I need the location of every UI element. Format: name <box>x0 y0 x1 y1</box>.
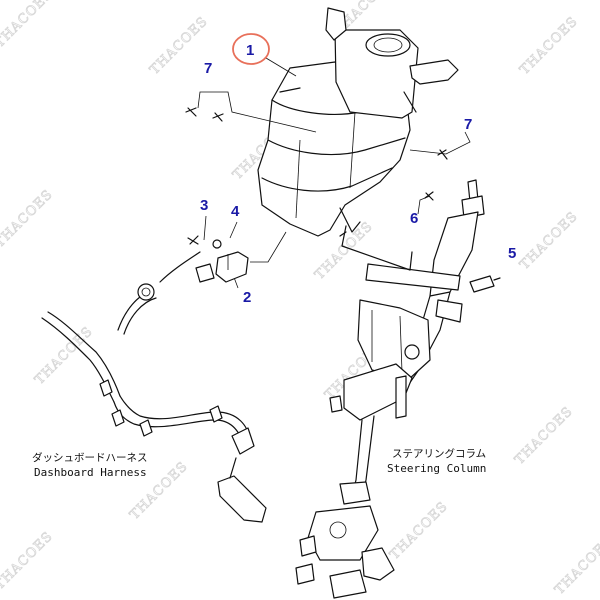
watermark: THACOES <box>517 209 581 273</box>
callout-1: 1 <box>246 42 254 59</box>
watermark: THACOES <box>0 0 56 51</box>
callout-5: 5 <box>508 245 516 262</box>
washer-icon <box>212 239 222 249</box>
callout-4: 4 <box>231 203 240 220</box>
captions: ダッシュボードハーネス Dashboard Harness ステアリングコラム … <box>32 447 486 479</box>
dashboard-harness-caption-en: Dashboard Harness <box>34 466 147 479</box>
watermark: THACOES <box>0 187 56 251</box>
watermark: THACOES <box>552 534 600 598</box>
upper-cover-part <box>257 7 459 237</box>
callout-labels: 1 7 7 3 4 6 5 2 <box>200 42 516 306</box>
dashboard-harness-caption-jp: ダッシュボードハーネス <box>32 451 148 464</box>
highlight-circle <box>232 33 270 65</box>
bolt-icon <box>212 112 224 122</box>
callout-3: 3 <box>200 197 208 214</box>
callout-6: 6 <box>410 210 418 227</box>
screw-icon <box>187 235 199 245</box>
fasteners <box>185 107 501 293</box>
bolt-icon <box>469 275 495 293</box>
bolt-icon <box>437 149 448 160</box>
watermark: THACOES <box>387 499 451 563</box>
steering-column-caption-jp: ステアリングコラム <box>392 447 486 460</box>
dashboard-harness <box>41 251 267 523</box>
watermark: THACOES <box>512 404 576 468</box>
callout-7-left: 7 <box>204 60 212 77</box>
callout-7-right: 7 <box>464 116 472 133</box>
watermark: THACOES <box>147 14 211 78</box>
steering-column <box>295 179 485 599</box>
steering-column-caption-en: Steering Column <box>387 462 486 475</box>
callout-2: 2 <box>243 289 251 306</box>
watermark: THACOES <box>0 529 56 593</box>
bolt-icon <box>185 107 197 117</box>
watermark: THACOES <box>517 14 581 78</box>
relay-part <box>195 251 249 283</box>
